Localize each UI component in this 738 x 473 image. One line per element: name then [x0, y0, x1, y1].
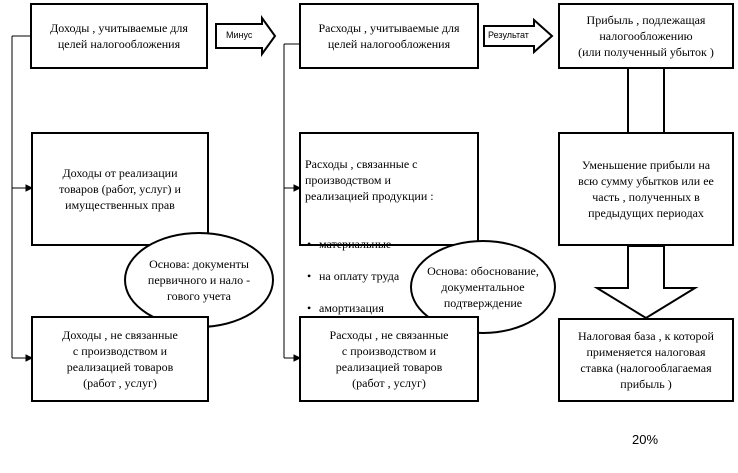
expenses-other-box: Расходы , не связанные с производством и…	[299, 316, 479, 402]
profit-text: Прибыль , подлежащая налогообложению (ил…	[578, 13, 714, 59]
basis-justification-text: Основа: обоснование, документальное подт…	[427, 264, 539, 310]
expense-item-labor: на оплату труда	[307, 268, 434, 284]
expense-item-depreciation: амортизация	[307, 300, 434, 316]
result-arrow	[483, 17, 554, 55]
minus-arrow	[215, 14, 277, 58]
income-sales-text: Доходы от реализации товаров (работ, усл…	[59, 166, 181, 212]
expenses-items-list: материальные на оплату труда амортизация	[305, 220, 434, 332]
income-taxed-box: Доходы , учитываемые для целей налогообл…	[30, 3, 208, 69]
income-other-text: Доходы , не связанные с производством и …	[62, 328, 178, 390]
tax-rate-label: 20%	[632, 432, 659, 447]
expenses-production-box: Расходы , связанные с производством и ре…	[299, 132, 479, 316]
profit-reduction-text: Уменьшение прибыли на всю сумму убытков …	[578, 158, 714, 220]
basis-docs-text: Основа: документы первичного и нало - го…	[147, 257, 251, 303]
result-label: Результат	[488, 30, 529, 40]
tax-base-box: Налоговая база , к которой применяется н…	[558, 318, 734, 402]
basis-justification-oval: Основа: обоснование, документальное подт…	[410, 240, 556, 334]
expenses-taxed-text: Расходы , учитываемые для целей налогооб…	[318, 21, 460, 51]
income-taxed-text: Доходы , учитываемые для целей налогообл…	[50, 21, 188, 51]
income-sales-box: Доходы от реализации товаров (работ, усл…	[31, 132, 209, 246]
tax-base-text: Налоговая база , к которой применяется н…	[578, 329, 714, 391]
income-other-box: Доходы , не связанные с производством и …	[31, 316, 209, 402]
profit-box: Прибыль , подлежащая налогообложению (ил…	[558, 3, 734, 69]
minus-label: Минус	[226, 30, 253, 40]
down-arrow	[593, 245, 699, 320]
expenses-taxed-box: Расходы , учитываемые для целей налогооб…	[299, 3, 479, 69]
expense-item-materials: материальные	[307, 236, 434, 252]
basis-docs-oval: Основа: документы первичного и нало - го…	[124, 232, 274, 328]
expenses-other-text: Расходы , не связанные с производством и…	[329, 328, 449, 390]
expenses-production-heading: Расходы , связанные с производством и ре…	[305, 157, 434, 203]
profit-reduction-box: Уменьшение прибыли на всю сумму убытков …	[558, 132, 734, 246]
